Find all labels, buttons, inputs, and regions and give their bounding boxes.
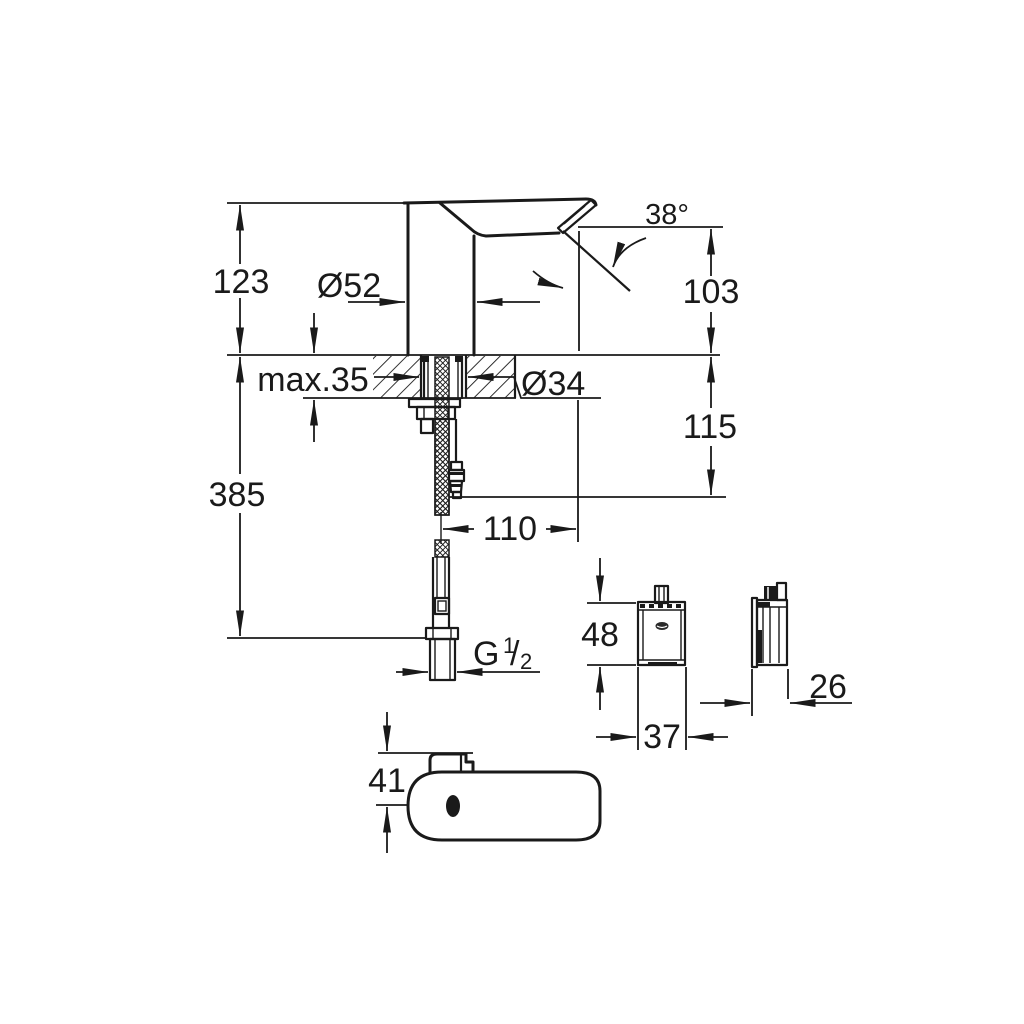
angle-arc-arrow [612,237,647,268]
spout-outlet-face [556,198,598,235]
dim-label-385: 385 [209,476,266,514]
dimension-110: 110 [442,510,577,548]
dimension-385: 385 [209,356,266,637]
side-black-bar [757,630,762,663]
dimension-26: 26 [700,668,852,716]
control-box-front-view [636,584,687,667]
lower-fitting [419,417,435,435]
dim-label-48: 48 [581,616,619,654]
d34-leader [513,376,601,399]
dimension-48: 48 [581,558,636,710]
shank-top-right-detail [455,356,463,362]
water-stream-arrow [532,270,564,289]
side-connector-stub [764,586,776,600]
faucet-top-view [406,752,602,842]
thread-label-slash: / [510,635,520,673]
dim-label-37: 37 [643,718,681,756]
dimension-41: 41 [368,712,473,853]
dim-label-103: 103 [683,273,740,311]
dimension-37: 37 [596,667,728,756]
thread-label-numerator: 1 [503,633,515,658]
thread-label-denominator: 2 [520,649,532,674]
dimension-g12: G 1 / 2 [396,633,540,676]
connector-stub [653,584,670,605]
top-view-body [406,770,602,842]
dimension-max35: max.35 [257,313,369,442]
spout-top-edge [402,197,598,207]
spout-underside [438,201,561,238]
dim-label-38deg: 38° [645,199,689,231]
faucet-side-view [402,197,598,357]
dimension-103: 103 [683,228,740,354]
cable-plug [447,460,466,500]
hose-crimp-inner [437,600,447,612]
shank-assembly [407,356,466,682]
dimension-123: 123 [213,204,270,354]
dim-label-110: 110 [483,510,537,548]
dimension-d34: Ø34 [374,365,601,403]
dimension-d52: Ø52 [317,267,540,306]
spout-outlet-inner-line [563,205,586,225]
grohe-logo [655,622,669,630]
union-nut [424,626,460,641]
top-view-spout-tab [428,752,475,774]
braided-hose-mid [434,418,450,516]
dim-label-d34: Ø34 [521,365,585,403]
threaded-connector [428,637,457,682]
dim-label-123: 123 [213,263,270,301]
angle-line [562,230,631,292]
box-foot [648,662,677,666]
braided-hose-lower [434,539,450,558]
side-stub-plate [775,581,788,602]
dim-label-26: 26 [809,668,847,706]
side-top-band [757,602,770,607]
reference-lines [227,202,726,639]
dim-label-41: 41 [368,762,406,800]
dim-label-max35: max.35 [257,361,369,399]
dimension-115: 115 [683,356,737,496]
control-box-side-view [750,581,789,669]
dim-label-d52: Ø52 [317,267,381,305]
sensor-window [446,795,460,817]
thread-label-g: G [473,635,499,673]
dimension-38deg: 38° [562,199,723,292]
control-box-body [636,600,687,667]
hose-crimp [433,596,451,616]
dim-label-115: 115 [683,408,737,446]
